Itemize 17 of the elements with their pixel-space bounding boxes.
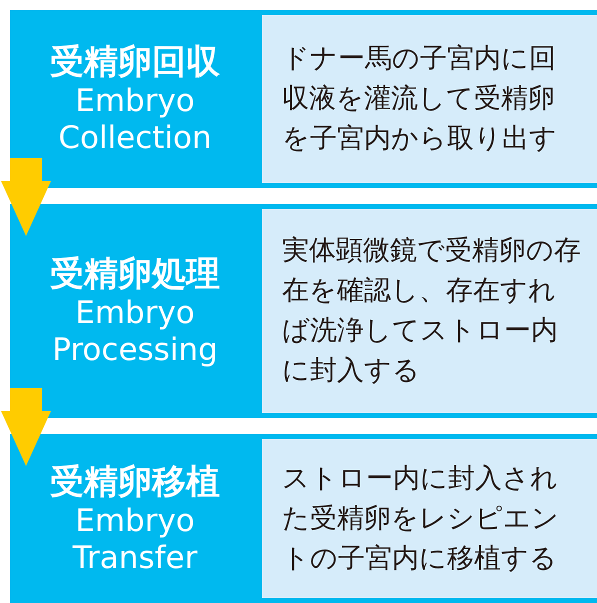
description-box <box>262 439 597 598</box>
step-subtitle: Embryo Collection <box>57 83 213 157</box>
step-subtitle: Embryo Transfer <box>72 502 198 576</box>
step-band <box>10 10 597 188</box>
step-title: 受精卵処理 <box>50 253 220 295</box>
step-title: 受精卵回収 <box>50 41 220 83</box>
step-subtitle: Embryo Processing <box>51 295 219 369</box>
description-text: ドナー馬の子宮内に回収液を灌流して受精卵を子宮内から取り出す <box>282 42 558 156</box>
arrow <box>1 388 51 466</box>
step-band <box>10 434 597 603</box>
step-band <box>10 204 597 418</box>
description-box <box>262 15 597 183</box>
description-text: ストロー内に封入された受精卵をレシピエントの子宮内に移植する <box>282 462 560 576</box>
description-box <box>262 209 597 413</box>
arrow <box>1 158 51 236</box>
step-title: 受精卵移植 <box>50 460 220 502</box>
description-text: 実体顕微鏡で受精卵の存在を確認し、存在すれば洗浄してストロー内に封入する <box>282 234 582 388</box>
